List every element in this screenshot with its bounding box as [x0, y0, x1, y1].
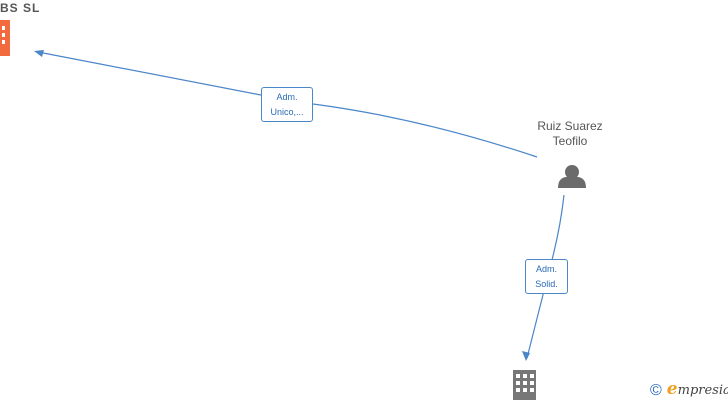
copyright-icon: © [650, 382, 662, 399]
edge-label-adm-unico[interactable]: Adm. Unico,... [261, 87, 313, 122]
edge-label-adm-solid[interactable]: Adm. Solid. [525, 259, 568, 294]
person-icon[interactable] [558, 165, 586, 188]
company-name-label[interactable]: BS SL [0, 1, 41, 15]
arrowhead-top-company [34, 50, 44, 57]
person-name-line2: Teofilo [552, 134, 588, 148]
arrowhead-bottom-company [522, 351, 530, 361]
brand-logo-initial: e [666, 379, 678, 399]
building-icon[interactable] [0, 20, 10, 56]
edge-label-line1: Adm. [276, 92, 298, 102]
empresia-credit[interactable]: ©empresia [650, 379, 728, 400]
edge-line-adm-unico [37, 51, 538, 158]
person-name-line1: Ruiz Suarez [537, 119, 603, 133]
edge-label-line2: Solid. [535, 279, 558, 289]
building-icon[interactable] [513, 370, 536, 400]
brand-name: mpresia [677, 383, 728, 398]
edge-label-line2: Unico,... [270, 107, 304, 117]
person-name-label[interactable]: Ruiz Suarez Teofilo [520, 119, 620, 149]
edge-label-line1: Adm. [535, 264, 557, 274]
